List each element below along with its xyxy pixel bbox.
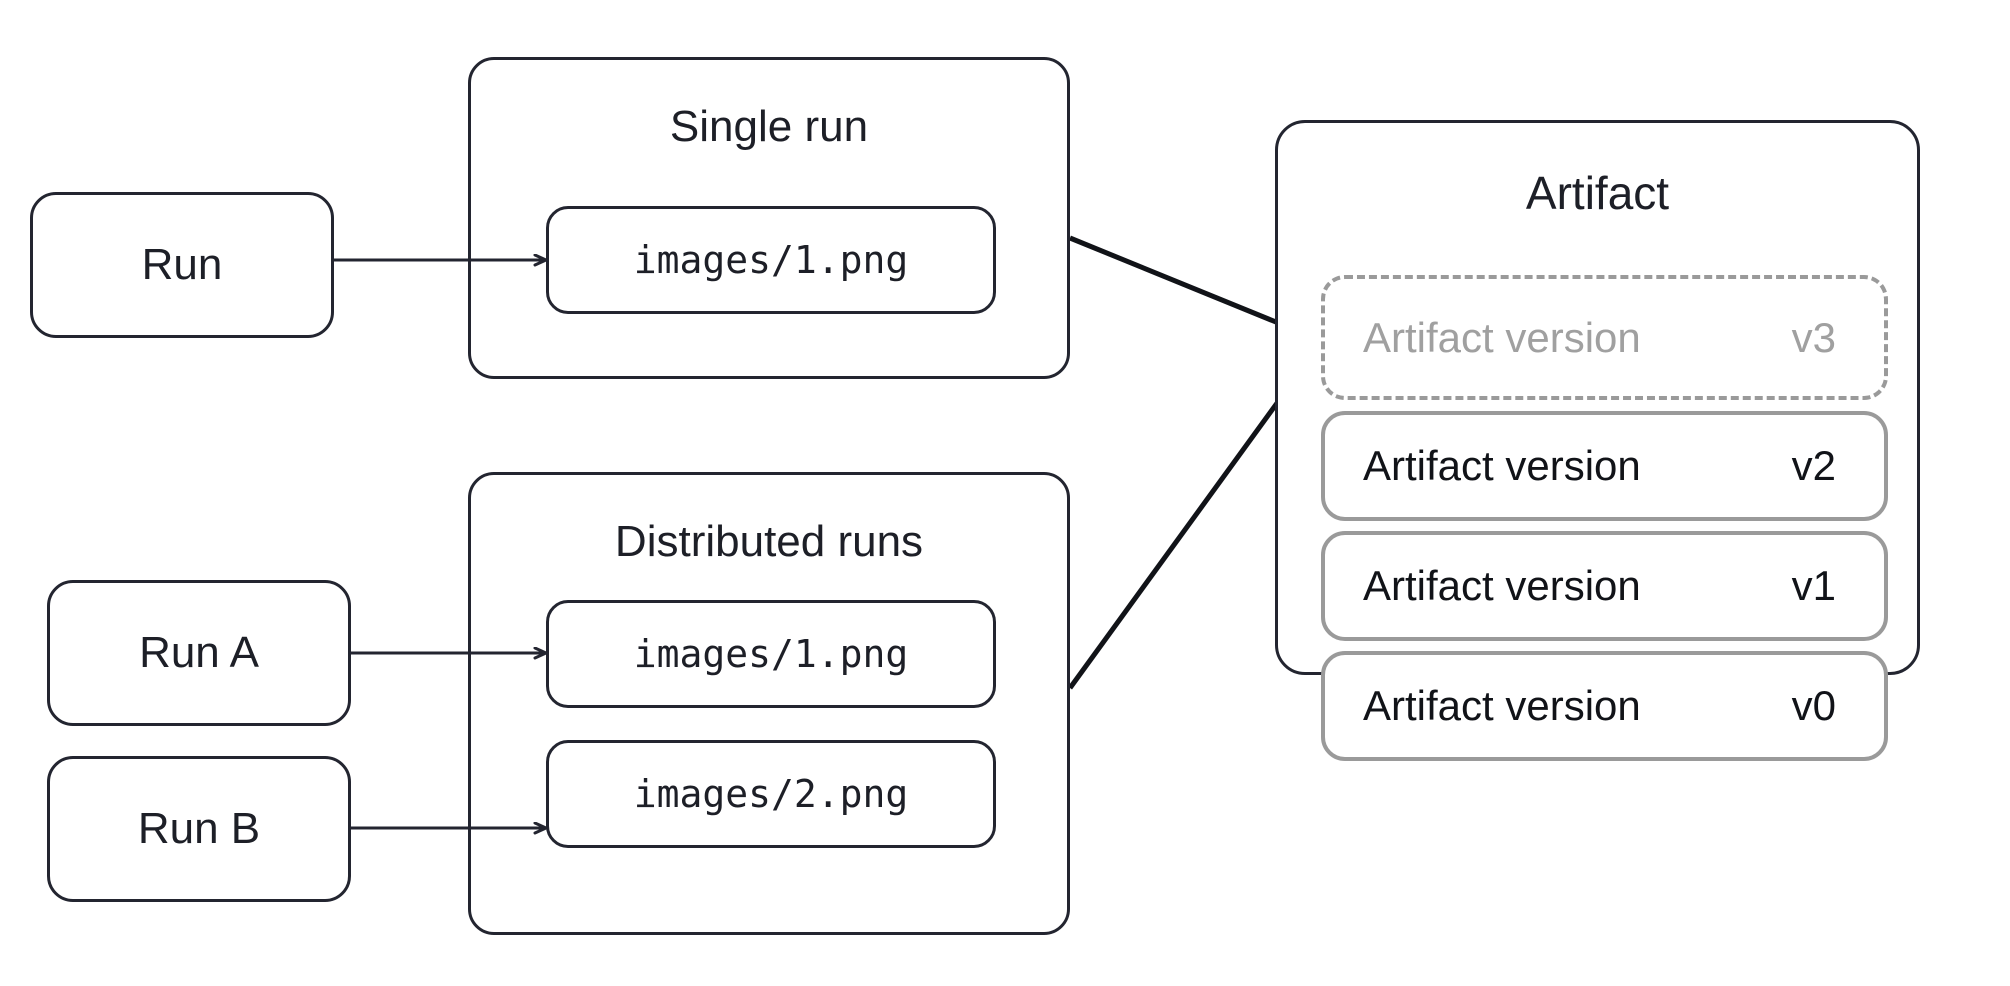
artifact-version-row-v1[interactable]: Artifact version v1 [1321,531,1888,641]
node-run[interactable]: Run [30,192,334,338]
artifact-version-v1-tag: v1 [1791,562,1836,609]
artifact-version-v2-tag: v2 [1791,442,1836,489]
node-run-b[interactable]: Run B [47,756,351,902]
artifact-panel: Artifact Artifact version v3 Artifact ve… [1275,120,1920,761]
file-node-single-images-1-label: images/1.png [633,238,909,282]
group-distributed-runs: Distributed runs [468,472,1070,935]
group-single-run-title: Single run [669,102,869,151]
artifact-version-v2-name: Artifact version [1363,442,1641,489]
group-single-run: Single run [468,57,1070,379]
artifact-panel-title: Artifact [1525,167,1670,219]
file-node-dist-images-1[interactable]: images/1.png [546,600,996,708]
file-node-dist-images-2-label: images/2.png [633,772,909,816]
artifact-version-v3-tag: v3 [1791,313,1836,361]
artifact-version-v0-tag: v0 [1791,682,1836,729]
file-node-dist-images-2[interactable]: images/2.png [546,740,996,848]
node-run-b-label: Run B [137,804,261,853]
file-node-single-images-1[interactable]: images/1.png [546,206,996,314]
group-distributed-runs-title: Distributed runs [614,517,924,566]
node-run-a-label: Run A [139,628,259,677]
artifact-version-v0-name: Artifact version [1363,682,1641,729]
node-run-a[interactable]: Run A [47,580,351,726]
artifact-version-row-v0[interactable]: Artifact version v0 [1321,651,1888,761]
node-run-label: Run [141,240,223,289]
artifact-version-row-v2[interactable]: Artifact version v2 [1321,411,1888,521]
artifact-version-row-v3[interactable]: Artifact version v3 [1321,275,1888,400]
artifact-version-v3-name: Artifact version [1363,313,1641,361]
artifact-version-v1-name: Artifact version [1363,562,1641,609]
file-node-dist-images-1-label: images/1.png [633,632,909,676]
